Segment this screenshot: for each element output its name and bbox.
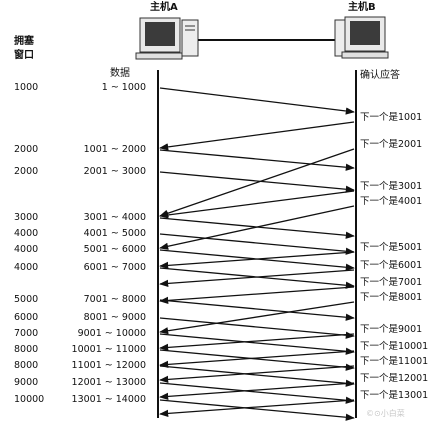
window-size-label: 2000 (14, 166, 39, 177)
window-header-line1: 拥塞 (14, 36, 34, 47)
ack-label: 下一个是7001 (360, 277, 423, 288)
data-segment-arrow (159, 333, 355, 355)
data-range-label: 2001 ~ 3000 (83, 166, 146, 177)
data-range-label: 1001 ~ 2000 (83, 144, 146, 155)
ack-label: 下一个是13001 (360, 390, 429, 401)
window-size-label: 5000 (14, 294, 39, 305)
ack-label: 下一个是5001 (360, 242, 423, 253)
data-segment-arrow (159, 233, 355, 255)
ack-label: 下一个是11001 (360, 356, 429, 367)
ack-arrow (159, 382, 355, 401)
watermark: ©⊙小白菜 (366, 409, 405, 418)
window-size-label: 3000 (14, 212, 39, 223)
window-size-label: 10000 (14, 394, 45, 405)
window-header-line2: 窗口 (14, 50, 34, 61)
data-segment-arrow (159, 87, 355, 115)
ack-arrow (159, 301, 355, 335)
window-size-label: 7000 (14, 328, 39, 339)
ack-arrow (159, 190, 355, 219)
data-segment-arrow (159, 365, 355, 387)
data-segment-arrow (159, 399, 355, 421)
window-size-label: 8000 (14, 360, 39, 371)
ack-label: 下一个是9001 (360, 324, 423, 335)
data-range-label: 4001 ~ 5000 (83, 228, 146, 239)
data-range-label: 8001 ~ 9000 (83, 312, 146, 323)
ack-arrow (159, 251, 355, 270)
data-segment-arrow (159, 349, 355, 371)
window-size-label: 6000 (14, 312, 39, 323)
host-a-label: 主机A (150, 2, 178, 13)
ack-label: 下一个是6001 (360, 260, 423, 271)
data-range-label: 1 ~ 1000 (101, 82, 146, 93)
data-range-label: 10001 ~ 11000 (71, 344, 146, 355)
ack-label: 下一个是3001 (360, 181, 423, 192)
window-size-label: 9000 (14, 377, 39, 388)
data-range-label: 7001 ~ 8000 (83, 294, 146, 305)
data-range-label: 5001 ~ 6000 (83, 244, 146, 255)
ack-arrow (159, 350, 355, 369)
ack-arrow (159, 269, 355, 288)
ack-arrow (159, 148, 355, 217)
host-b-computer-icon (334, 16, 389, 59)
ack-label: 下一个是1001 (360, 112, 423, 123)
window-size-label: 4000 (14, 228, 39, 239)
host-a-computer-icon (135, 17, 199, 60)
ack-label: 下一个是2001 (360, 139, 423, 150)
ack-label: 下一个是12001 (360, 373, 429, 384)
window-size-label: 4000 (14, 262, 39, 273)
data-range-label: 11001 ~ 12000 (71, 360, 146, 371)
data-range-label: 6001 ~ 7000 (83, 262, 146, 273)
data-range-label: 12001 ~ 13000 (71, 377, 146, 388)
ack-arrow (159, 365, 355, 384)
ack-label: 下一个是10001 (360, 341, 429, 352)
ack-header: 确认应答 (360, 70, 400, 81)
data-segment-arrow (159, 149, 355, 171)
window-size-label: 2000 (14, 144, 39, 155)
ack-arrow (159, 399, 355, 418)
data-segment-arrow (159, 317, 355, 339)
ack-label: 下一个是8001 (360, 292, 423, 303)
host-b-label: 主机B (348, 2, 376, 13)
ack-arrow (159, 121, 355, 151)
window-size-label: 1000 (14, 82, 39, 93)
data-segment-arrow (159, 171, 355, 193)
ack-arrow (159, 286, 355, 305)
data-header: 数据 (110, 68, 130, 79)
ack-label: 下一个是4001 (360, 196, 423, 207)
data-range-label: 13001 ~ 14000 (71, 394, 146, 405)
data-segment-arrow (159, 299, 355, 321)
window-size-label: 8000 (14, 344, 39, 355)
window-size-label: 4000 (14, 244, 39, 255)
ack-arrow (159, 205, 355, 250)
ack-arrow (159, 333, 355, 352)
data-range-label: 3001 ~ 4000 (83, 212, 146, 223)
data-segment-arrow (159, 382, 355, 404)
data-range-label: 9001 ~ 10000 (77, 328, 146, 339)
